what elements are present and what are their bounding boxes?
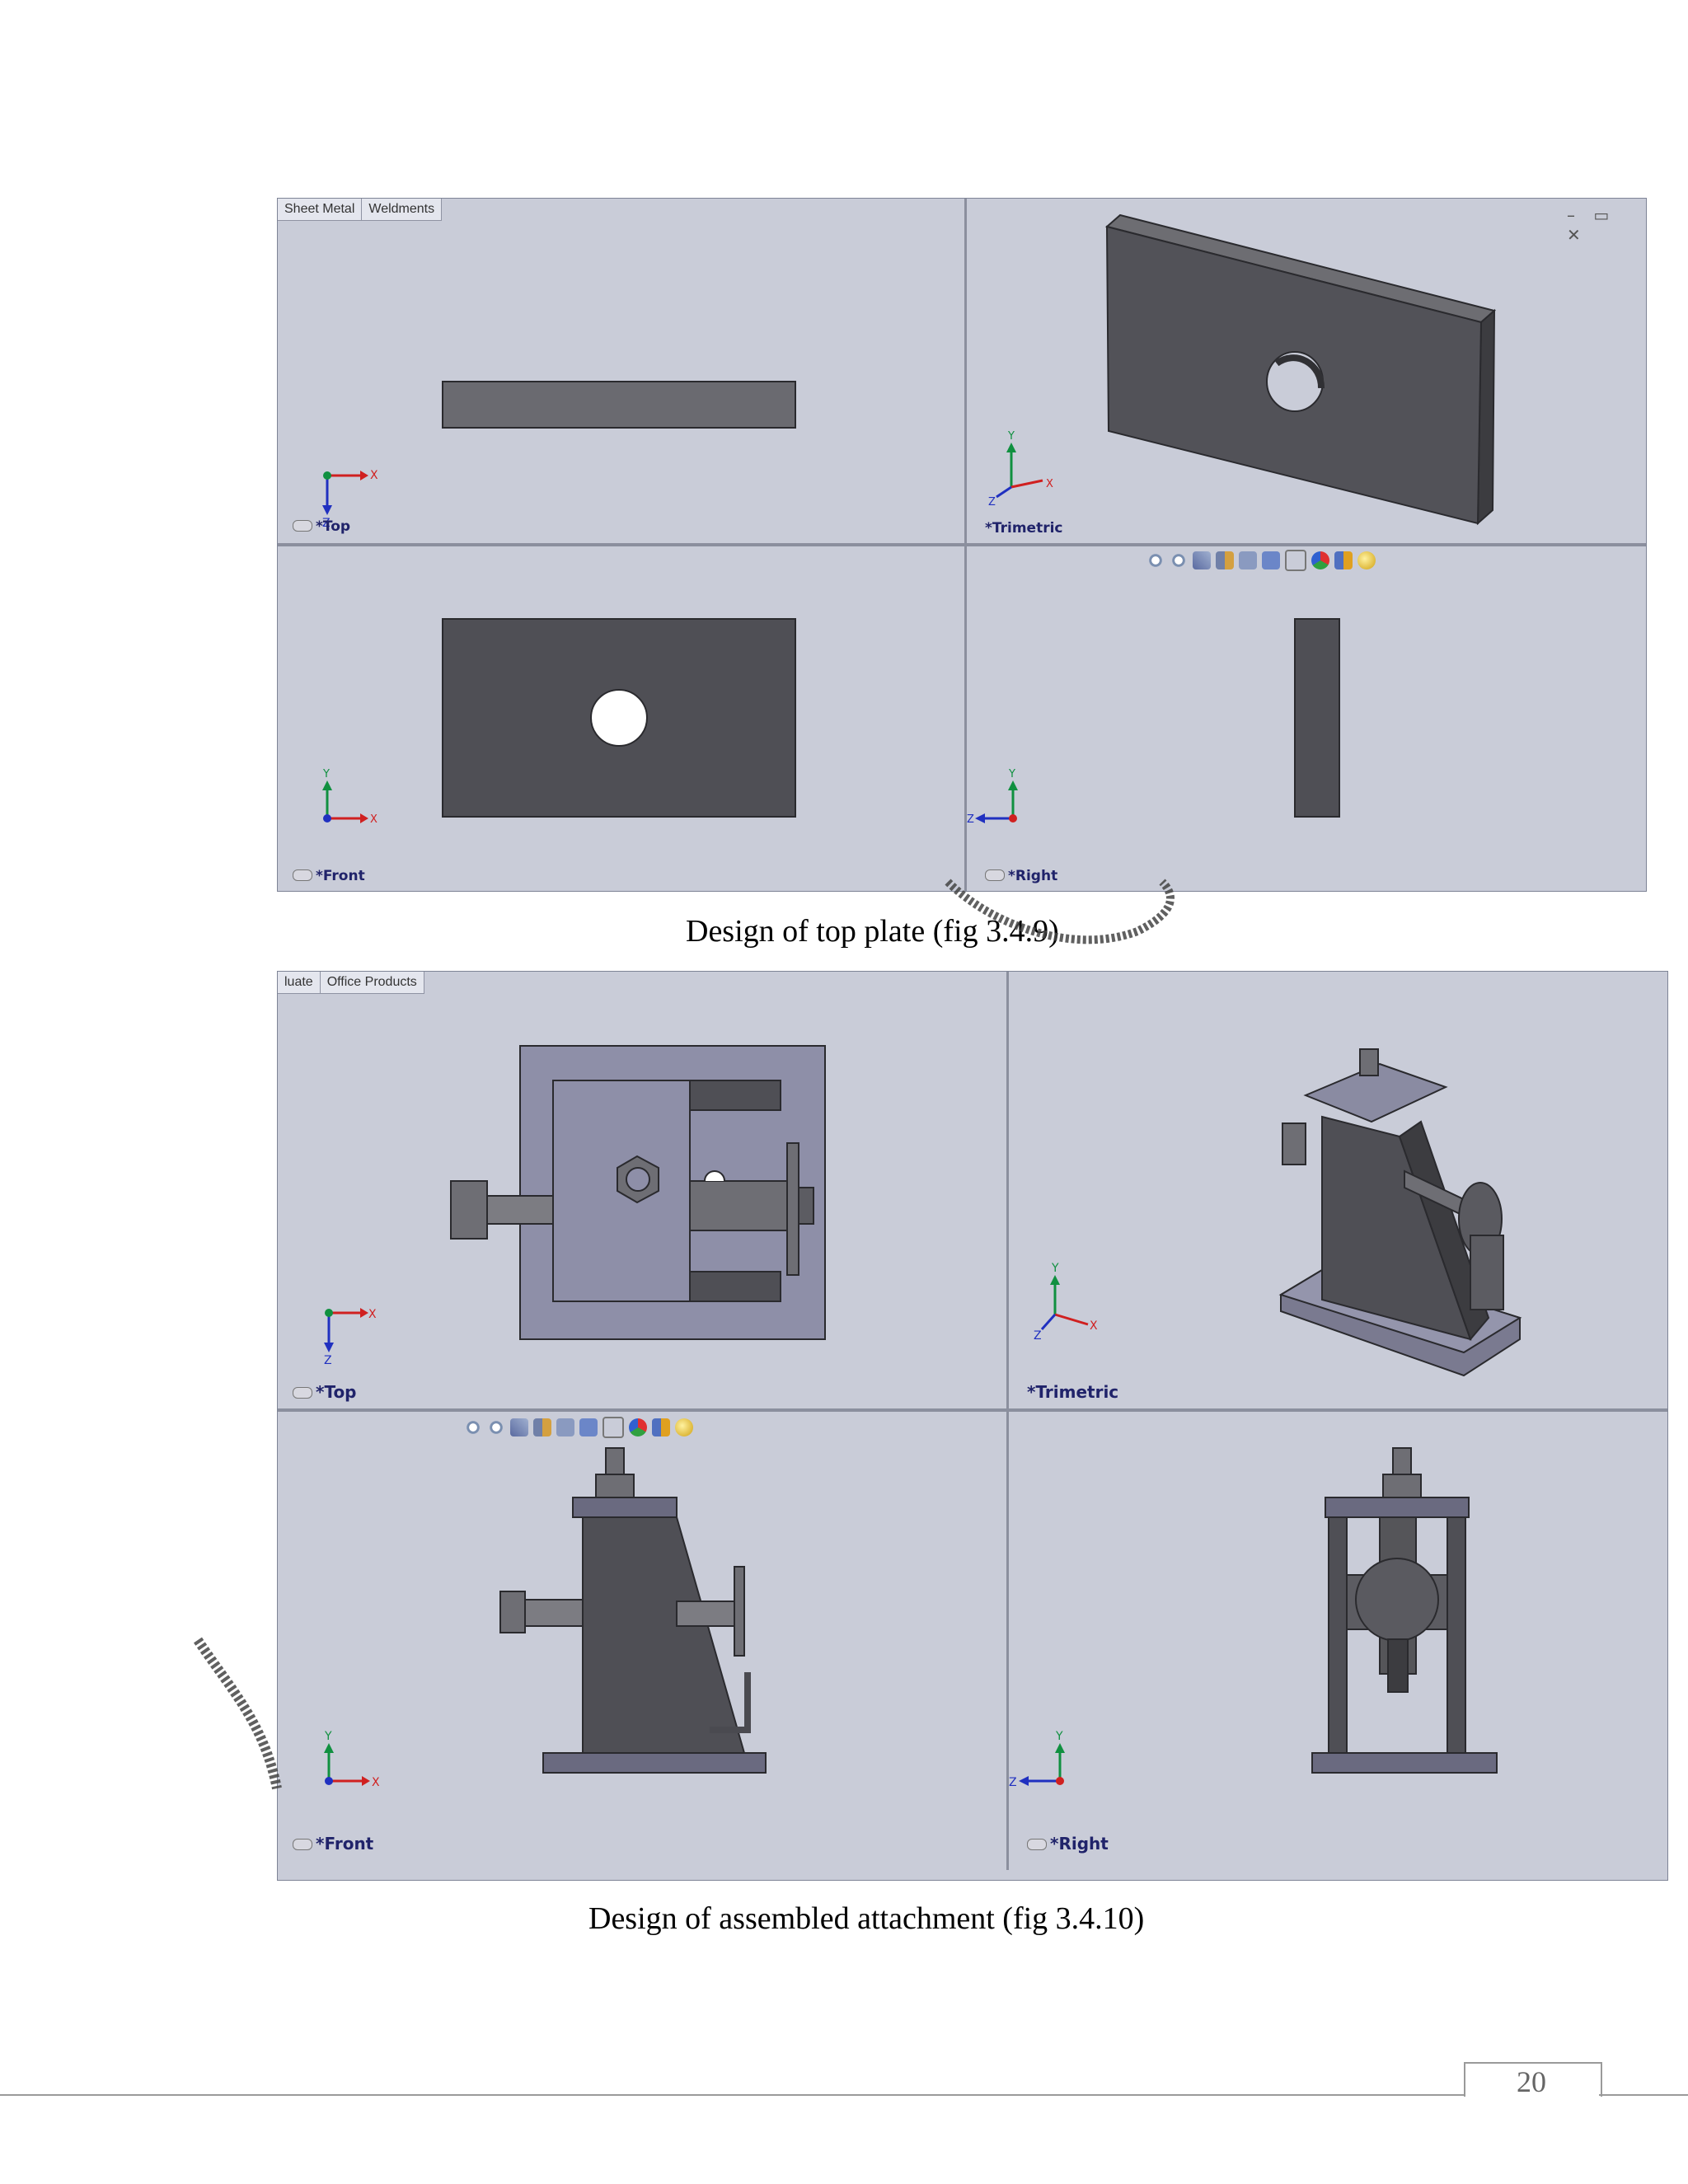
zoom-to-fit-icon[interactable]: [1146, 551, 1165, 569]
viewport-divider-vertical[interactable]: [1006, 972, 1009, 1870]
axis-triad-icon: [996, 443, 1043, 499]
svg-text:Z: Z: [1009, 1776, 1017, 1789]
viewport-trimetric[interactable]: – ▭ ✕ Y X Z *Trimetric: [967, 199, 1646, 543]
view-label-top: *Top: [293, 518, 350, 535]
page-number-box: [1464, 2062, 1602, 2097]
link-icon: [293, 1839, 312, 1850]
svg-text:X: X: [370, 813, 377, 826]
svg-text:Z: Z: [967, 813, 974, 826]
svg-text:Y: Y: [322, 768, 330, 780]
svg-text:Y: Y: [1055, 1730, 1063, 1743]
display-style-icon[interactable]: [579, 1418, 598, 1436]
apply-scene-icon[interactable]: [652, 1418, 670, 1436]
zoom-to-fit-icon[interactable]: [464, 1418, 482, 1436]
svg-text:X: X: [1090, 1319, 1098, 1333]
view-toolbar: [1146, 550, 1376, 571]
top-plate-front-view: Y X: [322, 618, 796, 826]
viewport-front[interactable]: Y X *Front: [278, 1412, 1006, 1870]
viewport-right[interactable]: Y Z *Right: [1009, 1412, 1667, 1870]
view-orientation-icon[interactable]: [1239, 551, 1257, 569]
viewport-right[interactable]: Y Z *Right: [967, 546, 1646, 891]
view-label-right: *Right: [1027, 1834, 1109, 1854]
viewport-divider-horizontal[interactable]: [278, 1408, 1667, 1412]
axis-triad-icon: [322, 780, 368, 823]
svg-text:Z: Z: [1034, 1329, 1042, 1343]
view-label-right: *Right: [985, 868, 1057, 884]
feature-tabs: luate Office Products: [278, 972, 424, 994]
tab-sheet-metal[interactable]: Sheet Metal: [278, 199, 363, 220]
figure-2-screenshot: luate Office Products X: [277, 971, 1668, 1881]
axis-triad-icon: [324, 1743, 370, 1786]
footer-rule-right: [1599, 2094, 1688, 2096]
figure-2-caption: Design of assembled attachment (fig 3.4.…: [588, 1901, 1145, 1936]
tab-office-products[interactable]: Office Products: [320, 972, 424, 993]
link-icon: [293, 520, 312, 532]
axis-triad-icon: [1019, 1743, 1065, 1786]
view-settings-icon[interactable]: [675, 1418, 693, 1436]
axis-triad-icon: [324, 1308, 368, 1352]
edit-appearance-icon[interactable]: [1311, 551, 1329, 569]
view-label-trimetric: *Trimetric: [985, 520, 1063, 537]
tab-evaluate[interactable]: luate: [278, 972, 321, 993]
view-settings-icon[interactable]: [1357, 551, 1376, 569]
apply-scene-icon[interactable]: [1334, 551, 1353, 569]
figure-1-screenshot: Sheet Metal Weldments X Z *Top – ▭ ✕: [277, 198, 1647, 892]
svg-text:Z: Z: [324, 1354, 332, 1367]
axis-x-label: X: [370, 469, 378, 482]
assembly-top-view: X Z: [324, 1045, 826, 1367]
svg-text:Z: Z: [988, 496, 996, 509]
svg-text:Y: Y: [1008, 768, 1015, 780]
zoom-area-icon[interactable]: [1170, 551, 1188, 569]
view-label-trimetric: *Trimetric: [1027, 1382, 1119, 1402]
view-label-front: *Front: [293, 868, 365, 884]
top-plate-top-view: X Z: [322, 381, 796, 530]
viewport-trimetric[interactable]: Y X Z *Trimetric: [1009, 972, 1667, 1408]
feature-tabs: Sheet Metal Weldments: [278, 199, 443, 221]
previous-view-icon[interactable]: [1193, 551, 1211, 569]
assembly-front-view: Y X: [324, 1447, 767, 1789]
svg-text:X: X: [1046, 478, 1053, 490]
section-view-icon[interactable]: [533, 1418, 551, 1436]
top-plate-trimetric-view: Y X Z: [988, 213, 1497, 526]
tab-weldments[interactable]: Weldments: [362, 199, 443, 220]
axis-z-label: Z: [322, 517, 331, 530]
footer-rule-left: [0, 2094, 1464, 2096]
hide-show-icon[interactable]: [1285, 550, 1306, 571]
viewport-divider-horizontal[interactable]: [278, 543, 1646, 546]
hide-show-icon[interactable]: [603, 1417, 624, 1438]
link-icon: [985, 869, 1005, 881]
edit-appearance-icon[interactable]: [629, 1418, 647, 1436]
window-controls[interactable]: – ▭ ✕: [1567, 205, 1616, 245]
view-label-top: *Top: [293, 1382, 357, 1402]
previous-view-icon[interactable]: [510, 1418, 528, 1436]
svg-text:X: X: [368, 1308, 377, 1321]
view-orientation-icon[interactable]: [556, 1418, 574, 1436]
zoom-area-icon[interactable]: [487, 1418, 505, 1436]
link-icon: [293, 1387, 312, 1399]
view-label-front: *Front: [293, 1834, 373, 1854]
view-toolbar: [464, 1417, 693, 1438]
assembly-trimetric-view: Y X Z: [1034, 1048, 1522, 1377]
svg-text:X: X: [372, 1776, 380, 1789]
section-view-icon[interactable]: [1216, 551, 1234, 569]
svg-text:Y: Y: [1007, 430, 1015, 443]
page-number: 20: [1517, 2065, 1546, 2098]
link-icon: [293, 869, 312, 881]
figure-1-caption: Design of top plate (fig 3.4.9): [686, 914, 1059, 949]
axis-triad-icon: [1040, 1275, 1089, 1330]
viewport-front[interactable]: Y X *Front: [278, 546, 964, 891]
top-plate-right-view: Y Z: [967, 618, 1340, 826]
axis-triad-icon: [322, 471, 368, 515]
svg-text:Y: Y: [1051, 1262, 1059, 1275]
assembly-right-view: Y Z: [1009, 1447, 1498, 1789]
link-icon: [1027, 1839, 1047, 1850]
axis-triad-icon: [975, 780, 1018, 823]
viewport-top[interactable]: X Z *Top: [278, 995, 1006, 1408]
display-style-icon[interactable]: [1262, 551, 1280, 569]
viewport-top[interactable]: X Z *Top: [278, 222, 964, 543]
svg-text:Y: Y: [324, 1730, 332, 1743]
